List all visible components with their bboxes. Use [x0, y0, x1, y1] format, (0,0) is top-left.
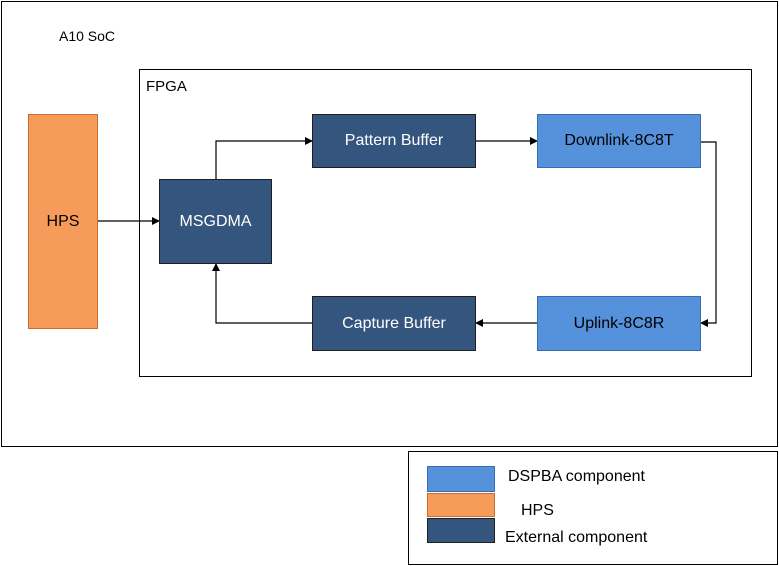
legend-frame	[408, 451, 778, 565]
legend-label-hps: HPS	[521, 502, 554, 519]
legend-swatch-hps	[427, 493, 495, 517]
capture-to-msgdma-arrow	[212, 263, 312, 324]
uplink-block: Uplink-8C8R	[537, 296, 701, 351]
downlink-to-uplink-arrow	[700, 141, 717, 327]
legend-label-dspba: DSPBA component	[508, 468, 645, 485]
hps-block: HPS	[28, 114, 98, 329]
soc-label: A10 SoC	[59, 28, 116, 44]
fpga-label: FPGA	[146, 78, 187, 95]
legend-swatch-external	[427, 518, 495, 543]
msgdma-block: MSGDMA	[159, 179, 272, 264]
capture-buffer-block: Capture Buffer	[312, 296, 476, 351]
pattern-buffer-block: Pattern Buffer	[312, 114, 476, 168]
downlink-block: Downlink-8C8T	[537, 114, 701, 168]
msgdma-to-pattern-arrow	[215, 137, 313, 179]
legend-swatch-dspba	[427, 466, 495, 492]
legend-label-external: External component	[505, 529, 648, 546]
soc-frame	[1, 1, 778, 447]
